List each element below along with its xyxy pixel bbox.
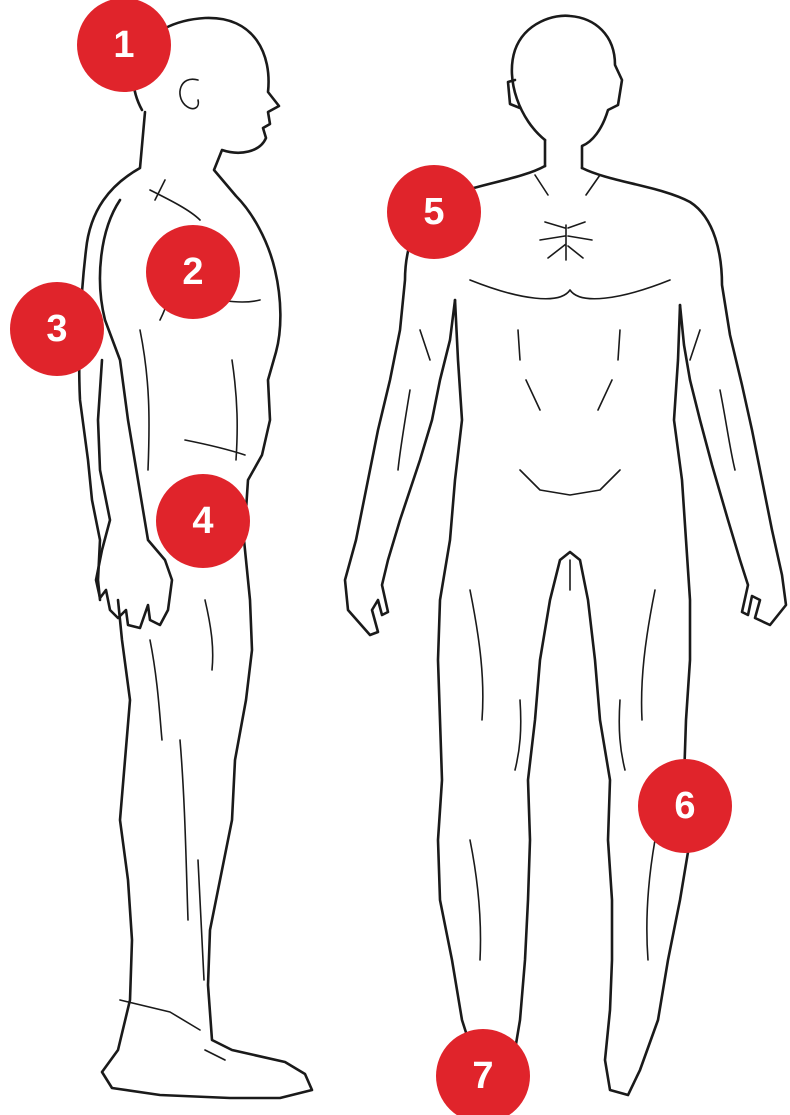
marker-6-label: 6: [674, 785, 695, 827]
marker-5[interactable]: 5: [387, 165, 481, 259]
marker-4-label: 4: [192, 500, 213, 542]
marker-3-label: 3: [46, 308, 67, 350]
front-leg-lines: [470, 560, 655, 960]
front-chest-lines: [470, 175, 670, 495]
marker-2-label: 2: [182, 251, 203, 293]
marker-5-label: 5: [423, 191, 444, 233]
marker-6[interactable]: 6: [638, 759, 732, 853]
marker-7-label: 7: [472, 1055, 493, 1097]
marker-1[interactable]: 1: [77, 0, 171, 92]
front-legs: [438, 300, 690, 1095]
marker-3[interactable]: 3: [10, 282, 104, 376]
marker-2[interactable]: 2: [146, 225, 240, 319]
side-chest-lines: [150, 180, 260, 460]
front-torso-right: [582, 168, 786, 625]
marker-1-label: 1: [113, 24, 134, 66]
front-head: [512, 16, 622, 168]
side-ear: [180, 79, 198, 108]
marker-4[interactable]: 4: [156, 474, 250, 568]
front-head-left: [508, 80, 545, 166]
